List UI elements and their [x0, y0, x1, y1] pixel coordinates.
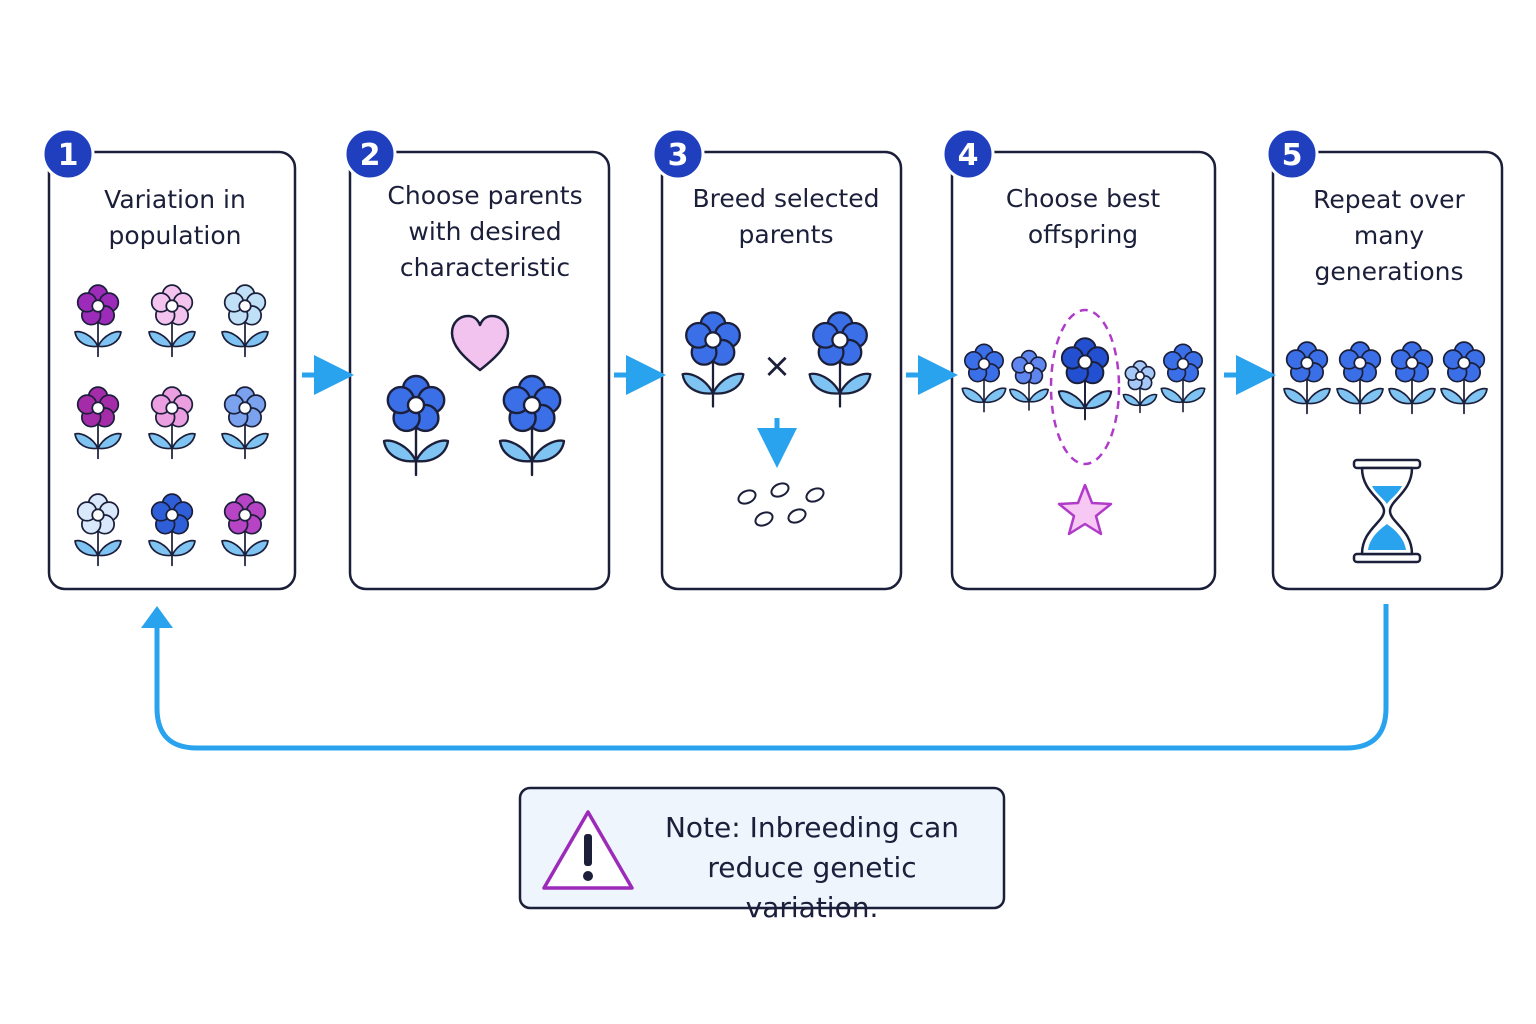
flower-icon [382, 374, 450, 477]
step-3-number: 3 [668, 138, 689, 173]
step-1-number: 1 [58, 138, 79, 173]
flower-icon [498, 374, 566, 477]
loop-arrowhead [141, 606, 173, 628]
step-2-badge: 2 [343, 127, 397, 181]
selection-highlight [1049, 308, 1121, 466]
cross-symbol: × [763, 346, 792, 386]
star-icon [1057, 483, 1113, 536]
flower-icon [1388, 341, 1436, 415]
flower-icon [74, 284, 122, 358]
flower-icon [681, 311, 745, 408]
flower-icon [1160, 343, 1206, 413]
step-4-badge: 4 [941, 127, 995, 181]
flower-icon [1057, 337, 1113, 421]
note-box [518, 786, 1006, 910]
step-5-number: 5 [1282, 138, 1303, 173]
note-text: Note: Inbreeding can reduce genetic vari… [664, 811, 959, 924]
flower-icon [1336, 341, 1384, 415]
flower-icon [74, 386, 122, 460]
step-4-number: 4 [958, 138, 979, 173]
flower-icon [1440, 341, 1488, 415]
flower-icon [1283, 341, 1331, 415]
flower-icon [148, 284, 196, 358]
step-1-title: Variation in population [104, 185, 246, 250]
flower-icon [808, 311, 872, 408]
step-5-title: Repeat over many generations [1313, 185, 1465, 286]
flower-icon [221, 493, 269, 567]
step-5-badge: 5 [1265, 127, 1319, 181]
seeds-icon [737, 482, 825, 527]
flower-icon [74, 493, 122, 567]
step-3-title: Breed selected parents [692, 184, 880, 249]
loop-arrow-icon [154, 604, 1389, 751]
flower-icon [148, 493, 196, 567]
step-4-title: Choose best offspring [1005, 184, 1161, 249]
flower-icon [148, 386, 196, 460]
flower-icon [1009, 349, 1049, 411]
flower-icon [1122, 360, 1158, 414]
step-2-title: Choose parents with desired characterist… [387, 181, 583, 282]
flower-icon [221, 284, 269, 358]
flower-icon [221, 386, 269, 460]
step-3-badge: 3 [651, 127, 705, 181]
step-1-badge: 1 [41, 127, 95, 181]
flower-icon [961, 343, 1007, 413]
warning-icon [542, 810, 634, 890]
step-2-number: 2 [360, 138, 381, 173]
step-1-card [47, 150, 297, 591]
hourglass-icon [1352, 458, 1422, 564]
heart-icon [450, 314, 510, 372]
